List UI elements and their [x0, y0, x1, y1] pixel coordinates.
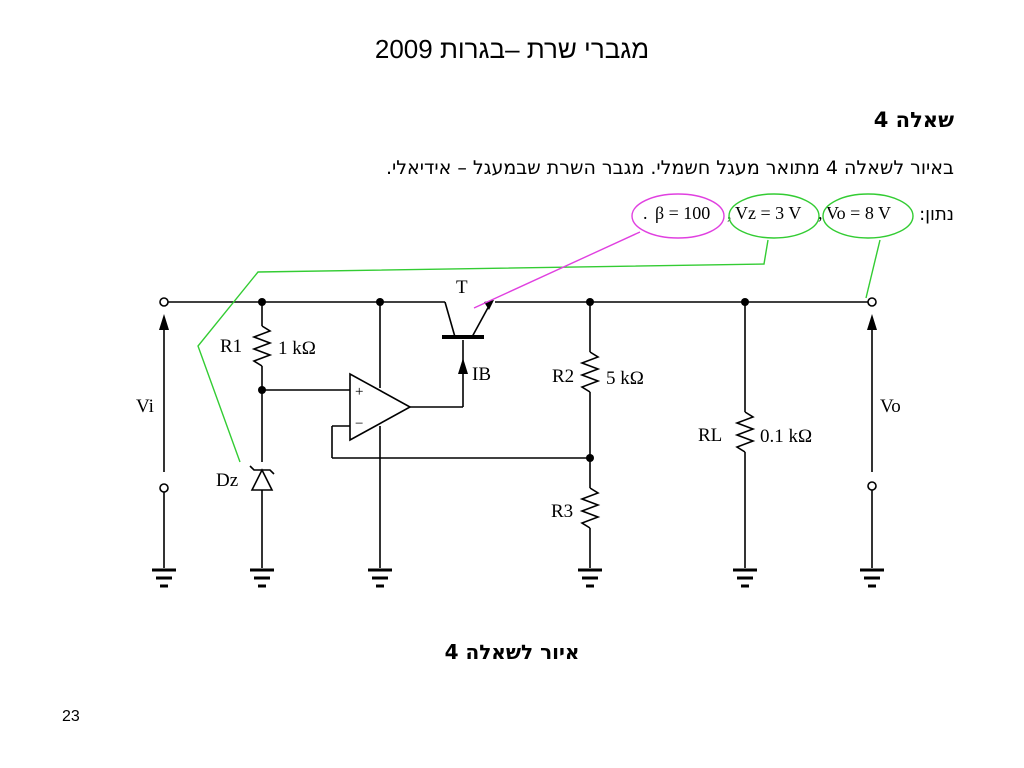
label-r2: R2 — [552, 366, 574, 387]
annotation-circle-vo — [822, 193, 914, 239]
question-heading: שאלה 4 — [873, 108, 954, 132]
label-transistor: T — [456, 277, 468, 298]
label-dz: Dz — [216, 470, 238, 491]
label-vi: Vi — [136, 396, 154, 417]
resistor-rl — [734, 411, 756, 453]
given-vz: Vz = 3 V — [735, 203, 802, 223]
given-separator-3: . — [643, 203, 648, 223]
resistor-r2 — [579, 351, 601, 393]
vo-terminal-bottom — [867, 481, 877, 491]
resistor-r3 — [579, 487, 601, 529]
label-r3: R3 — [551, 501, 573, 522]
label-rl-value: 0.1 kΩ — [760, 426, 812, 447]
label-r1-value: 1 kΩ — [278, 338, 316, 359]
vo-terminal-top — [867, 297, 877, 307]
slide-title: מגברי שרת –בגרות 2009 — [374, 34, 650, 64]
question-text: באיור לשאלה 4 מתואר מעגל חשמלי. מגבר השר… — [385, 157, 954, 179]
resistor-r1 — [251, 325, 273, 367]
label-r2-value: 5 kΩ — [606, 368, 644, 389]
zener-diode — [250, 468, 274, 491]
opamp-plus: + — [355, 384, 363, 400]
label-vo: Vo — [880, 396, 901, 417]
given-beta: β = 100 — [655, 203, 711, 223]
annotation-line-vz — [197, 239, 769, 463]
op-amp — [349, 372, 412, 442]
given-label: נתון: — [919, 204, 954, 225]
annotation-circle-vz — [728, 193, 820, 239]
annotation-line-vo — [865, 239, 881, 299]
figure-caption: איור לשאלה 4 — [444, 640, 580, 664]
page-number: 23 — [62, 708, 80, 725]
vi-terminal-bottom — [159, 483, 169, 493]
given-separator-1: , — [818, 203, 823, 223]
annotation-line-beta — [473, 231, 641, 309]
label-ib: IB — [472, 364, 491, 385]
opamp-minus: − — [355, 416, 363, 432]
label-r1: R1 — [220, 336, 242, 357]
annotation-circle-beta — [631, 193, 725, 239]
ground-symbols — [152, 568, 884, 588]
vi-terminal-top — [159, 297, 169, 307]
given-vo: Vo = 8 V — [826, 203, 892, 223]
label-rl: RL — [698, 425, 722, 446]
